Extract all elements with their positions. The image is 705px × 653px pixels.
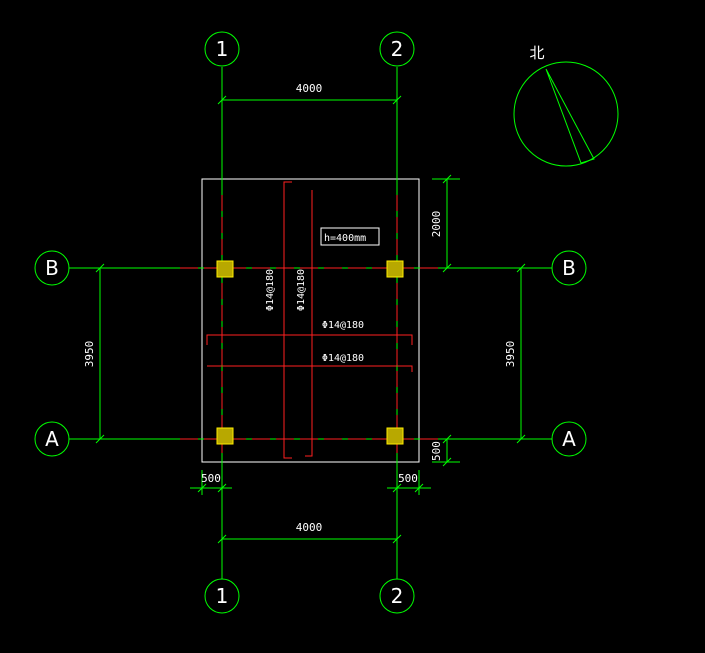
dimension-lines: [95, 95, 526, 544]
axis-label-a-left: A: [45, 427, 59, 451]
axis-bubbles: [34, 31, 587, 614]
rebar-label-v1: Φ14@180: [265, 269, 276, 311]
rebar-lines: [180, 181, 440, 459]
axis-bubble-a-left: [34, 421, 70, 457]
axis-bubble-2-top: [379, 31, 415, 67]
dim-left-span: 3950: [83, 341, 96, 368]
dim-right-span: 3950: [504, 341, 517, 368]
axis-label-b-left: B: [45, 256, 59, 280]
axis-label-1-bottom: 1: [216, 584, 229, 608]
rebar-label-h2: Φ14@180: [322, 353, 364, 364]
north-label: 北: [529, 44, 544, 62]
rebar-label-v2: Φ14@180: [296, 269, 307, 311]
axis-label-b-right: B: [562, 256, 576, 280]
thickness-box: [320, 227, 380, 246]
dim-bottom-overhang: 500: [430, 441, 443, 461]
columns: [216, 260, 404, 445]
axis-label-2-top: 2: [391, 37, 404, 61]
slab-outline: [201, 178, 420, 463]
column-a1: [216, 427, 234, 445]
axis-bubble-2-bottom: [379, 578, 415, 614]
column-a2: [386, 427, 404, 445]
axis-label-a-right: A: [562, 427, 576, 451]
axis-bubble-1-top: [204, 31, 240, 67]
rebar-label-h1: Φ14@180: [322, 320, 364, 331]
column-b1: [216, 260, 234, 278]
axis-bubble-1-bottom: [204, 578, 240, 614]
dim-bottom-span: 4000: [296, 521, 323, 534]
axis-label-1-top: 1: [216, 37, 229, 61]
column-b2: [386, 260, 404, 278]
north-arrow: 北: [513, 44, 619, 167]
north-circle: [513, 61, 619, 167]
axis-bubble-a-right: [551, 421, 587, 457]
thickness-label: h=400mm: [324, 233, 366, 244]
dim-top-overhang: 2000: [430, 211, 443, 238]
dim-right-overhang: 500: [398, 472, 418, 485]
grid-lines: [69, 67, 552, 579]
north-needle: [545, 68, 595, 164]
axis-bubble-b-right: [551, 250, 587, 286]
axis-bubble-b-left: [34, 250, 70, 286]
dim-left-overhang: 500: [201, 472, 221, 485]
axis-label-2-bottom: 2: [391, 584, 404, 608]
dim-top-span: 4000: [296, 82, 323, 95]
